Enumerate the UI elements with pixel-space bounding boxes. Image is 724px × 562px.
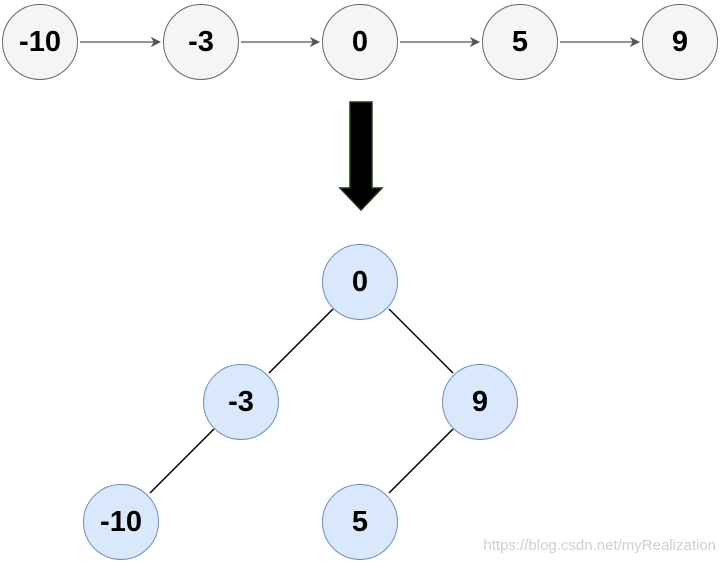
list-node: 5 [482, 4, 558, 80]
conversion-arrow [338, 101, 384, 212]
tree-node-left-left: -10 [83, 484, 159, 560]
tree-edge-root-right [388, 308, 454, 374]
tree-edge-right-left [388, 428, 454, 494]
list-node: 0 [322, 4, 398, 80]
list-node: -3 [163, 4, 239, 80]
tree-edge-root-left [268, 308, 334, 374]
tree-node-root: 0 [322, 244, 398, 320]
watermark-text: https://blog.csdn.net/myRealization [483, 537, 716, 554]
tree-node-right-left: 5 [322, 484, 398, 560]
tree-edge-left-left [149, 428, 215, 494]
tree-node-left: -3 [203, 364, 279, 440]
tree-node-right: 9 [442, 364, 518, 440]
list-node: 9 [642, 4, 718, 80]
list-node: -10 [2, 4, 78, 80]
